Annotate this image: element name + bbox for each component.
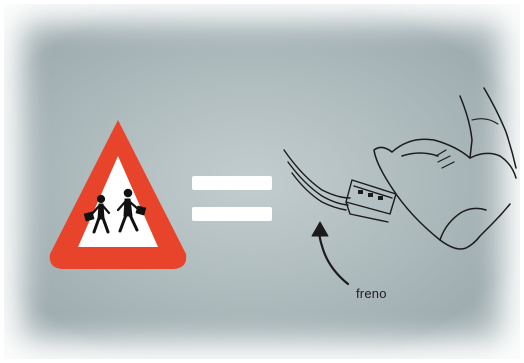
brake-label: freno [356,286,387,301]
equals-icon [192,176,272,221]
shoe-icon [374,88,516,249]
brake-pedal-icon [284,150,396,222]
curved-arrow-icon [312,222,348,284]
school-crossing-sign-icon [50,120,187,269]
